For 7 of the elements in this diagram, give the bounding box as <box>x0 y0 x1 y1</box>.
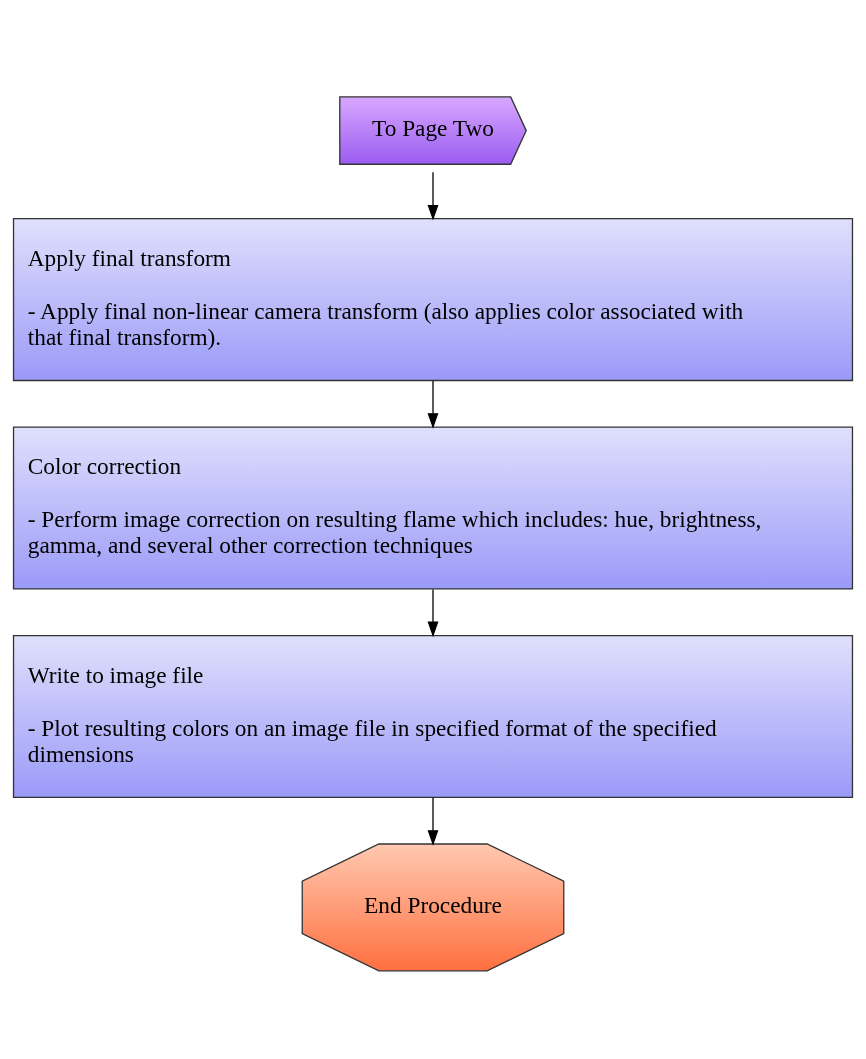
node-box: Apply final transform - Apply final non-linear camera transform (also applies color associated with that final transform). <box>12 217 854 381</box>
node-box: Write to image file - Plot resulting colors on an image file in specified format of the specified dimensions <box>12 634 854 798</box>
node-box: Color correction - Perform image correction on resulting flame which includes: hue, brightness, gamma, and several other correction techniques <box>12 425 854 590</box>
arrow <box>427 379 439 429</box>
arrow <box>427 171 439 221</box>
arrow <box>427 796 439 846</box>
arrow <box>427 588 439 637</box>
